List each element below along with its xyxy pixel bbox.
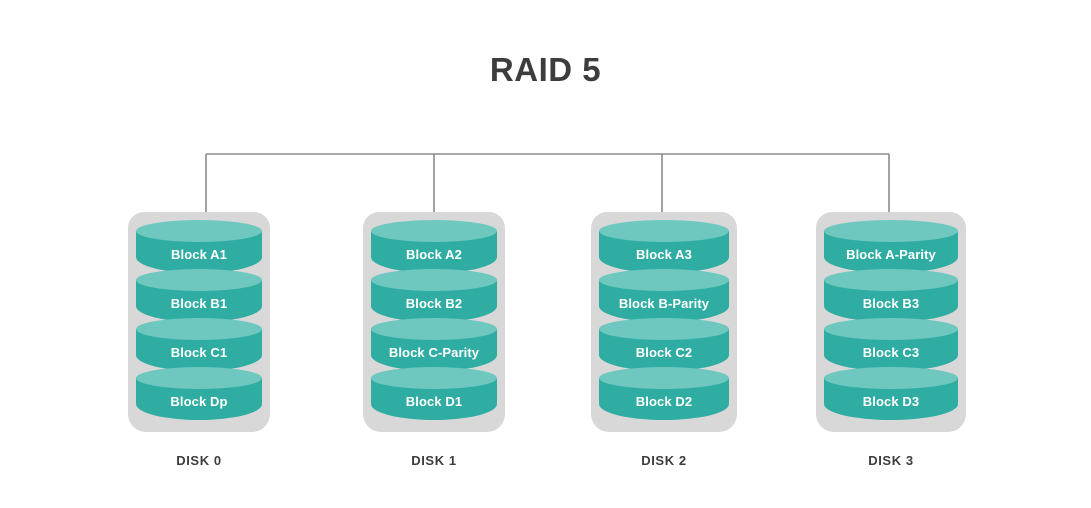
block-label: Block B1 — [170, 296, 228, 311]
disk-1-block-1[interactable]: Block B2 — [371, 269, 497, 325]
disk-1-block-2[interactable]: Block C-Parity — [371, 318, 497, 374]
disk-1-caption: DISK 1 — [411, 453, 457, 468]
disk-0-block-1[interactable]: Block B1 — [136, 269, 262, 325]
disk-0-block-2[interactable]: Block C1 — [136, 318, 262, 374]
block-label: Block Dp — [170, 394, 228, 409]
cylinder-top-ellipse — [824, 367, 958, 389]
disk-2-block-3[interactable]: Block D2 — [599, 367, 729, 423]
cylinder-top-ellipse — [371, 269, 497, 291]
cylinder-top-ellipse — [824, 318, 958, 340]
cylinder-top-ellipse — [599, 269, 729, 291]
disk-1-block-3[interactable]: Block D1 — [371, 367, 497, 423]
disk-0-caption: DISK 0 — [176, 453, 222, 468]
disk-2-caption: DISK 2 — [641, 453, 687, 468]
cylinder-top-ellipse — [599, 220, 729, 242]
cylinder-top-ellipse — [599, 367, 729, 389]
disk-0-block-3[interactable]: Block Dp — [136, 367, 262, 423]
disk-3-caption: DISK 3 — [868, 453, 914, 468]
disk-2-block-1[interactable]: Block B-Parity — [599, 269, 729, 325]
block-label: Block C1 — [170, 345, 228, 360]
disk-1-block-0[interactable]: Block A2 — [371, 220, 497, 276]
disk-2-block-0[interactable]: Block A3 — [599, 220, 729, 276]
disk-2-block-2[interactable]: Block C2 — [599, 318, 729, 374]
block-label: Block C-Parity — [388, 345, 480, 360]
disk-0-block-0[interactable]: Block A1 — [136, 220, 262, 276]
block-label: Block A1 — [171, 247, 227, 262]
block-label: Block A2 — [406, 247, 462, 262]
disk-3-block-1[interactable]: Block B3 — [824, 269, 958, 325]
cylinder-top-ellipse — [599, 318, 729, 340]
cylinder-top-ellipse — [136, 220, 262, 242]
block-label: Block D1 — [405, 394, 463, 409]
block-label: Block A-Parity — [846, 247, 936, 262]
cylinder-top-ellipse — [371, 367, 497, 389]
disk-3-block-2[interactable]: Block C3 — [824, 318, 958, 374]
block-label: Block B-Parity — [618, 296, 710, 311]
block-label: Block D2 — [635, 394, 693, 409]
disk-0-block-stack: Block A1 Block B1 Block C1 Block Dp — [136, 220, 262, 423]
cylinder-top-ellipse — [136, 367, 262, 389]
disk-0[interactable]: Block A1 Block B1 Block C1 Block Dp DISK 0 — [128, 212, 270, 468]
disk-3-block-0[interactable]: Block A-Parity — [824, 220, 958, 276]
disk-0-shell: Block A1 Block B1 Block C1 Block Dp — [128, 212, 270, 432]
block-label: Block B2 — [405, 296, 463, 311]
cylinder-top-ellipse — [371, 318, 497, 340]
disk-3-block-3[interactable]: Block D3 — [824, 367, 958, 423]
block-label: Block A3 — [636, 247, 692, 262]
block-label: Block C2 — [635, 345, 693, 360]
block-label: Block B3 — [862, 296, 920, 311]
block-label: Block C3 — [862, 345, 920, 360]
cylinder-top-ellipse — [824, 269, 958, 291]
cylinder-top-ellipse — [136, 318, 262, 340]
block-label: Block D3 — [862, 394, 920, 409]
page-title: RAID 5 — [489, 51, 602, 88]
cylinder-top-ellipse — [136, 269, 262, 291]
connector-paths — [205, 153, 890, 242]
cylinder-top-ellipse — [824, 220, 958, 242]
